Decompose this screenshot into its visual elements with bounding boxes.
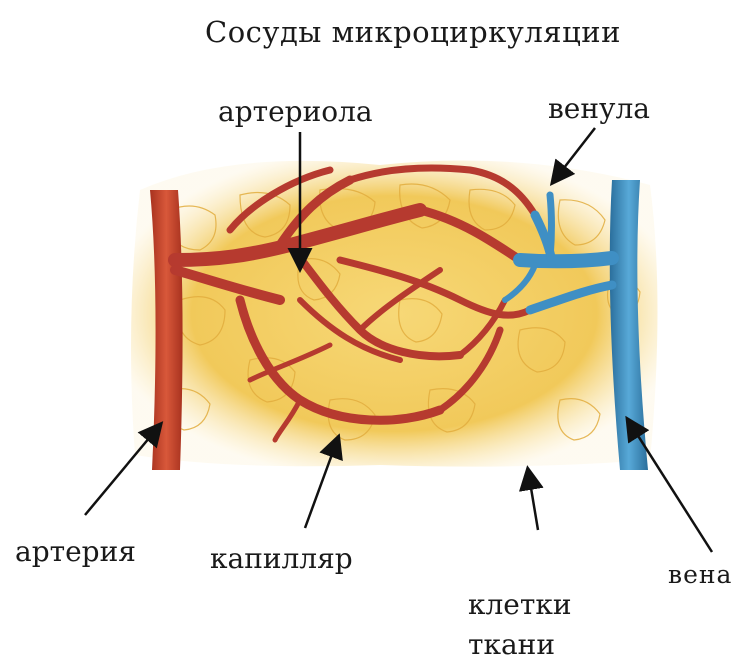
diagram-title: Сосуды микроциркуляции bbox=[205, 18, 621, 47]
label-capillary: капилляр bbox=[210, 545, 353, 573]
arrow-vein bbox=[628, 420, 712, 552]
label-vein: вена bbox=[668, 562, 732, 587]
label-artery: артерия bbox=[15, 538, 136, 566]
label-venule: венула bbox=[548, 95, 650, 123]
label-tissue-cells: клетки ткани bbox=[468, 585, 572, 665]
arrow-artery bbox=[85, 425, 160, 515]
arrow-tissue-cells bbox=[528, 470, 538, 530]
label-arteriole: артериола bbox=[218, 98, 373, 126]
label-tissue-cells-line1: клетки bbox=[468, 585, 572, 625]
label-tissue-cells-line2: ткани bbox=[468, 625, 572, 665]
